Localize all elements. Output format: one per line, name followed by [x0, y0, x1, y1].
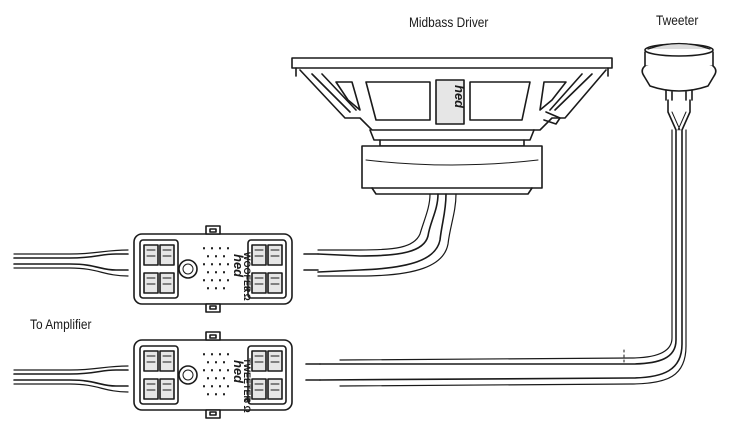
driver-brand-badge: hed	[435, 79, 467, 125]
woofer-wires	[303, 193, 457, 277]
tweeter-crossover-rating: 8 Ω	[242, 398, 252, 413]
to-amplifier-label: To Amplifier	[30, 316, 92, 332]
woofer-crossover-brand: hed	[231, 254, 246, 278]
woofer-crossover: hed WOOFER 8 Ω	[133, 225, 293, 313]
tweeter-crossover-output: TWEETER	[242, 358, 252, 402]
midbass-driver: hed	[291, 57, 613, 195]
tweeter	[641, 42, 717, 101]
tweeter-crossover-brand: hed	[231, 360, 246, 384]
tweeter-wires	[305, 99, 691, 387]
tweeter-label: Tweeter	[656, 12, 699, 28]
amplifier-wires-bottom	[13, 365, 129, 393]
woofer-crossover-rating: 8 Ω	[242, 286, 252, 301]
midbass-driver-label: Midbass Driver	[409, 14, 489, 30]
amplifier-wires-top	[13, 249, 129, 277]
driver-brand-label: hed	[452, 85, 467, 109]
tweeter-crossover: hed TWEETER 8 Ω	[133, 331, 293, 419]
woofer-crossover-output: WOOFER	[242, 252, 252, 293]
